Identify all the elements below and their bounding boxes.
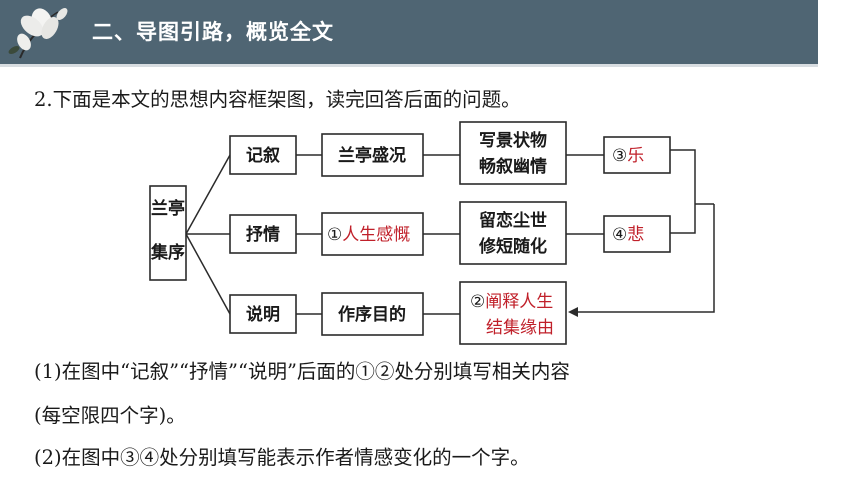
- middle-label-row3: 作序目的: [338, 304, 406, 325]
- question-2: (2)在图中③④处分别填写能表示作者情感变化的一个字。: [34, 446, 530, 469]
- branch-label-narrate: 记叙: [246, 145, 280, 166]
- emotion-box-3: [603, 136, 671, 174]
- branch-box-lyric: [229, 214, 297, 254]
- connector-emotion-merge: [576, 149, 715, 313]
- third-box-row1: [459, 121, 567, 185]
- third-label-row2a: 留恋尘世: [479, 210, 547, 231]
- branch-label-lyric: 抒情: [246, 224, 280, 245]
- circle-marker-2: ②: [470, 292, 485, 312]
- branch-label-explain: 说明: [246, 304, 280, 325]
- answer-1: 人生感慨: [342, 225, 410, 245]
- third-box-row2: [459, 201, 567, 265]
- middle-label-row1: 兰亭盛况: [338, 145, 406, 166]
- intro-paragraph: 2.下面是本文的思想内容框架图，读完回答后面的问题。: [34, 88, 521, 111]
- circle-marker-1: ①: [327, 225, 342, 245]
- connector-root-branches: [185, 154, 231, 315]
- emotion-box-4: [603, 215, 671, 253]
- third-box-row3: [459, 281, 567, 345]
- root-label-line1: 兰亭: [151, 198, 185, 219]
- question-1-line2: (每空限四个字)。: [34, 404, 186, 427]
- root-label-line2: 集序: [150, 242, 185, 263]
- third-label-row1b: 畅叙幽情: [479, 156, 547, 177]
- third-label-row1a: 写景状物: [479, 130, 547, 151]
- header-bar: [0, 0, 818, 64]
- emotion-label-3: ③乐: [612, 146, 644, 166]
- header-divider: [0, 64, 818, 67]
- answer-4: 悲: [627, 225, 644, 245]
- branch-box-explain: [229, 294, 297, 334]
- circle-marker-4: ④: [612, 225, 627, 245]
- answer-2a: 阐释人生: [485, 292, 553, 312]
- middle-box-row3: [321, 292, 424, 336]
- section-title: 二、导图引路，概览全文: [92, 20, 334, 44]
- root-box: [149, 185, 187, 281]
- middle-box-row2: [321, 212, 424, 256]
- third-label-row2b: 修短随化: [478, 236, 547, 257]
- magnolia-logo-icon: [2, 0, 76, 62]
- middle-label-row2: ①人生感慨: [327, 225, 410, 245]
- arrowhead-icon: [568, 307, 578, 317]
- emotion-label-4: ④悲: [612, 225, 644, 245]
- branch-box-narrate: [229, 135, 297, 175]
- middle-box-row1: [321, 133, 424, 177]
- question-1-line1: (1)在图中“记叙”“抒情”“说明”后面的①②处分别填写相关内容: [34, 360, 570, 383]
- circle-marker-3: ③: [612, 146, 627, 166]
- third-label-row3a: ②阐释人生: [470, 292, 553, 312]
- answer-3: 乐: [627, 146, 644, 166]
- answer-2b: 结集缘由: [486, 318, 554, 338]
